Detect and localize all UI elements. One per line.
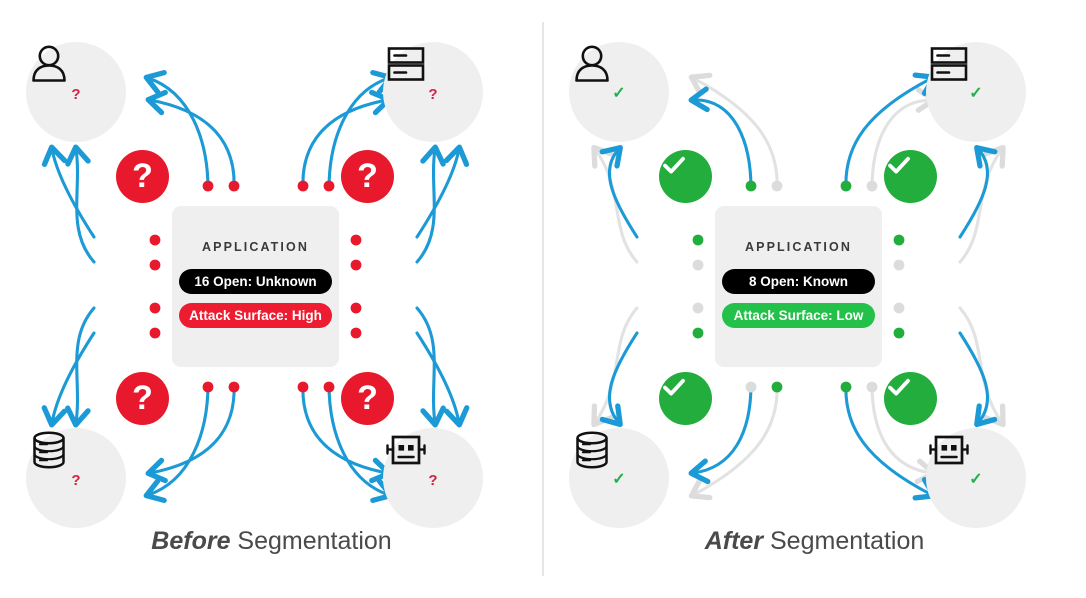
caption-emphasis: Before	[151, 527, 231, 555]
node-status-mark: ?	[428, 471, 438, 489]
flow-arrows-before	[41, 69, 470, 504]
check-icon	[663, 378, 685, 396]
check-icon	[888, 378, 910, 396]
attack-surface-pill: Attack Surface: High	[179, 303, 332, 328]
panel-before: ? ?	[0, 0, 543, 556]
node-robot-before[interactable]: ?	[383, 428, 483, 528]
node-status-mark: ✓	[969, 471, 983, 488]
status-badge-verified-top-left	[659, 150, 712, 203]
node-database-after[interactable]: ✓	[569, 428, 669, 528]
arrow-group-allowed-after	[599, 72, 998, 501]
node-status-mark: ?	[71, 85, 81, 103]
panel-divider	[542, 22, 544, 576]
robot-icon	[386, 435, 426, 465]
check-icon	[663, 156, 685, 174]
node-server-after[interactable]: ✓	[926, 42, 1026, 142]
node-status-mark: ✓	[612, 471, 626, 488]
status-badge-verified-bottom-right	[884, 372, 937, 425]
node-status-mark: ✓	[612, 85, 626, 102]
status-badge-unknown-top-left: ?	[116, 150, 169, 203]
status-badge-unknown-bottom-right: ?	[341, 372, 394, 425]
database-icon	[33, 431, 65, 469]
database-icon	[576, 431, 608, 469]
application-card-before: APPLICATION 16 Open: Unknown Attack Surf…	[172, 206, 339, 367]
node-user-before[interactable]: ?	[26, 42, 126, 142]
node-user-after[interactable]: ✓	[569, 42, 669, 142]
node-server-before[interactable]: ?	[383, 42, 483, 142]
open-ports-pill: 8 Open: Known	[722, 269, 875, 294]
flow-stage-before: ? ?	[0, 0, 543, 528]
page-title: APPLICATION	[202, 240, 309, 254]
flow-arrows-after	[591, 72, 1006, 501]
node-status-mark: ✓	[969, 85, 983, 102]
flow-endpoint-dots-after	[692, 180, 905, 393]
flow-stage-after: ✓ ✓	[543, 0, 1086, 528]
status-badge-unknown-top-right: ?	[341, 150, 394, 203]
application-card-after: APPLICATION 8 Open: Known Attack Surface…	[715, 206, 882, 367]
attack-surface-pill: Attack Surface: Low	[722, 303, 875, 328]
page-title: APPLICATION	[745, 240, 852, 254]
node-database-before[interactable]: ?	[26, 428, 126, 528]
caption-before: Before Segmentation	[0, 527, 543, 556]
user-icon	[575, 45, 609, 82]
open-ports-pill: 16 Open: Unknown	[179, 269, 332, 294]
question-mark-icon: ?	[357, 156, 378, 195]
status-badge-verified-top-right	[884, 150, 937, 203]
status-badge-verified-bottom-left	[659, 372, 712, 425]
status-badge-unknown-bottom-left: ?	[116, 372, 169, 425]
check-icon	[888, 156, 910, 174]
arrow-group-outbound-before	[41, 69, 470, 504]
question-mark-icon: ?	[132, 156, 153, 195]
panel-after: ✓ ✓	[543, 0, 1086, 598]
caption-emphasis: After	[704, 527, 764, 555]
question-mark-icon: ?	[132, 378, 153, 417]
server-icon	[387, 47, 425, 81]
node-status-mark: ?	[71, 471, 81, 489]
caption-rest: Segmentation	[763, 527, 925, 555]
question-mark-icon: ?	[357, 378, 378, 417]
caption-rest: Segmentation	[230, 527, 392, 555]
caption-after: After Segmentation	[543, 527, 1086, 556]
server-icon	[930, 47, 968, 81]
robot-icon	[929, 435, 969, 465]
node-robot-after[interactable]: ✓	[926, 428, 1026, 528]
user-icon	[32, 45, 66, 82]
flow-endpoint-dots-before	[149, 180, 362, 393]
node-status-mark: ?	[428, 85, 438, 103]
